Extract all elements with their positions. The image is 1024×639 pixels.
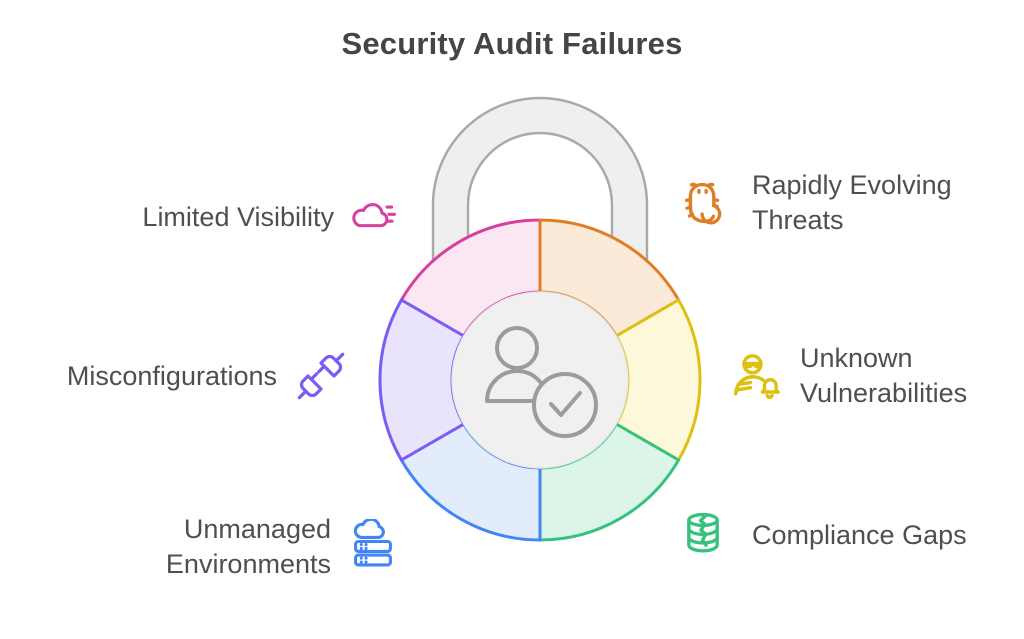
database-crack-icon [687,512,719,553]
label-unknown-vulnerabilities: Unknown Vulnerabilities [728,341,967,411]
label-text-line1: Unmanaged [183,514,331,544]
label-text-line1: Rapidly Evolving [752,170,952,200]
label-text-line2: Threats [752,205,844,235]
label-misconfigurations: Misconfigurations [67,350,347,402]
user-check-icon [485,326,598,438]
label-limited-visibility: Limited Visibility [142,194,397,240]
page-title: Security Audit Failures [341,26,683,61]
padlock-shackle [431,96,649,332]
cloud-server-icon [353,519,392,567]
label-text: Compliance Gaps [752,519,967,550]
label-compliance-gaps: Compliance Gaps [678,508,967,562]
label-unmanaged-environments: Unmanaged Environments [166,512,395,582]
label-text-line2: Vulnerabilities [800,378,968,408]
label-text-line2: Environments [165,549,331,579]
label-text: Misconfigurations [66,360,277,391]
plug-disconnected-icon [297,352,345,400]
spy-bell-icon [734,354,780,399]
label-rapidly-evolving-threats: Rapidly Evolving Threats [676,168,952,238]
label-text: Limited Visibility [142,201,334,232]
label-text-line1: Unknown [800,343,913,373]
cloud-dashes-icon [352,203,397,228]
scorpion-icon [684,182,722,225]
